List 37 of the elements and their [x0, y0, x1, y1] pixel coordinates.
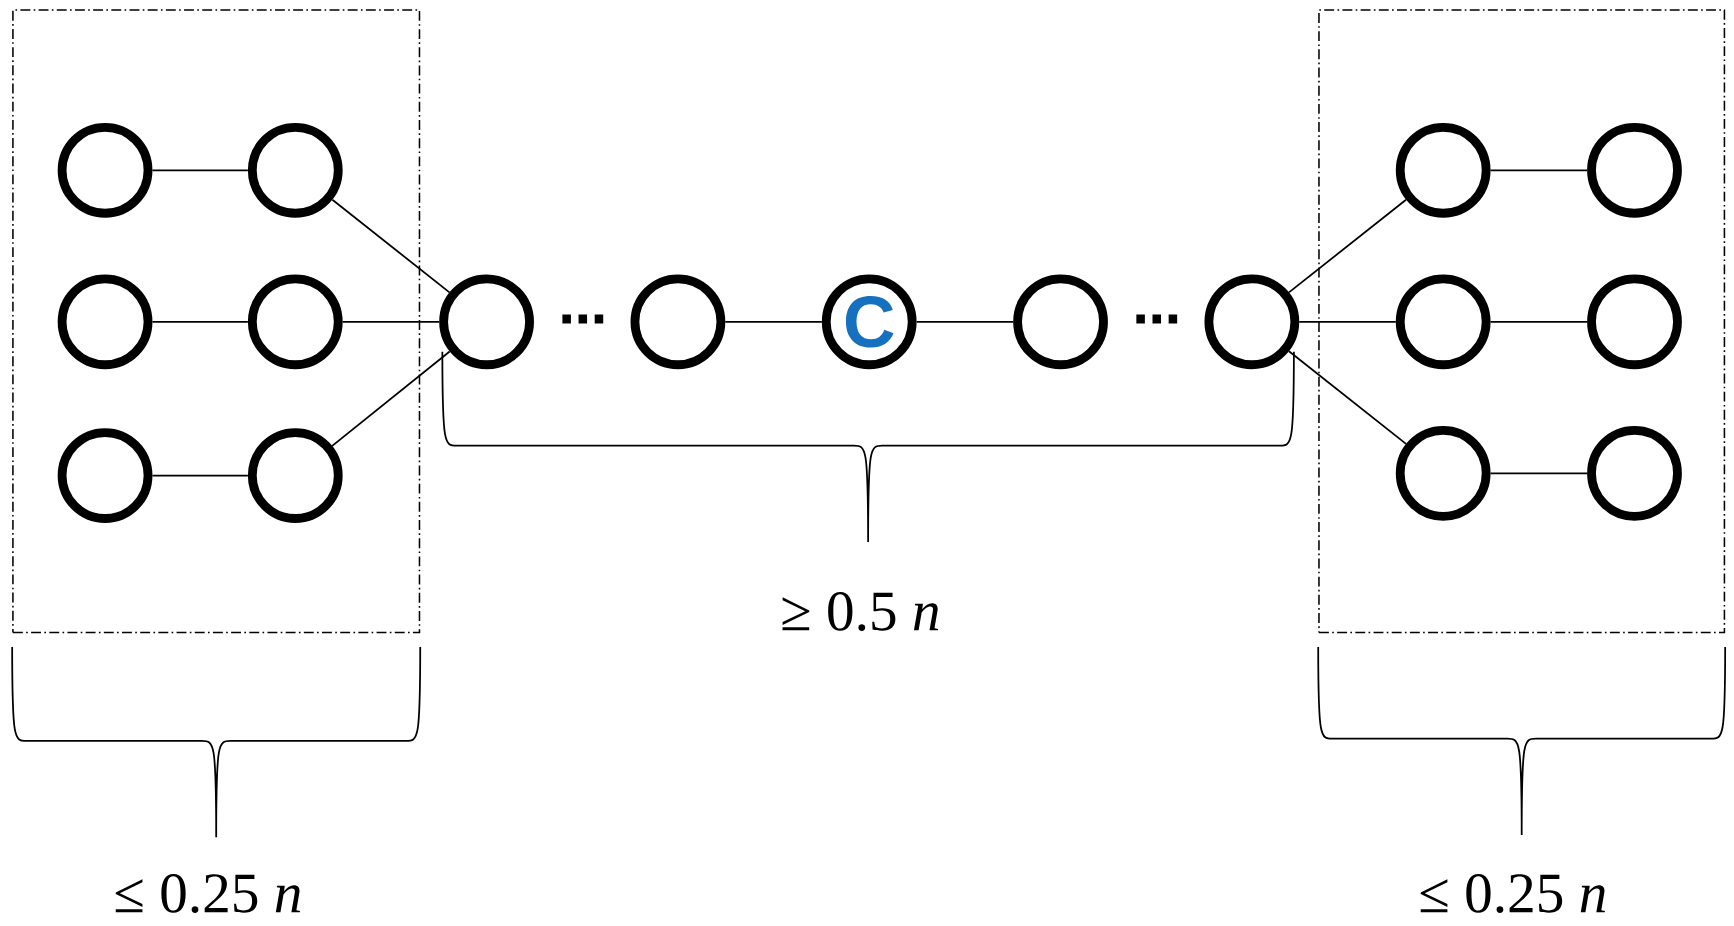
connector-line: [1489, 472, 1588, 475]
connector-line: [331, 199, 451, 294]
size-label: ≤ 0.25 n: [1420, 874, 1605, 914]
node-circle: [1395, 274, 1491, 370]
node-circle: [1013, 274, 1108, 370]
connector-line: [1489, 321, 1588, 323]
node-circle: [1395, 123, 1491, 218]
connector-line: [1489, 169, 1588, 172]
node-circle: [247, 274, 343, 370]
connector-line: [151, 169, 249, 172]
connector-line: [331, 350, 451, 447]
ellipsis: ⋯: [562, 314, 604, 324]
connector-line: [1288, 199, 1407, 294]
node-circle: [1204, 274, 1300, 370]
node-circle: [247, 123, 343, 218]
connector-line: [724, 321, 823, 323]
group-box: [12, 9, 421, 634]
connector-line: [341, 321, 441, 323]
node-circle: [439, 274, 534, 370]
node-circle: [1587, 426, 1682, 521]
size-label: ≥ 0.5 n: [782, 592, 939, 632]
connector-line: [151, 321, 249, 323]
node-circle: [247, 428, 343, 524]
node-circle: [57, 123, 153, 218]
ellipsis: ⋯: [1136, 314, 1178, 324]
connector-line: [1298, 321, 1397, 323]
connector-line: [915, 321, 1015, 323]
node-circle: [57, 428, 153, 524]
node-circle: [1395, 426, 1491, 521]
node-circle: [630, 274, 726, 370]
size-label: ≤ 0.25 n: [115, 874, 301, 914]
node-circle: [57, 274, 153, 370]
connector-line: [1288, 350, 1407, 445]
node-circle: [1587, 123, 1682, 218]
connector-line: [151, 474, 249, 477]
group-box: [1318, 9, 1726, 634]
node-circle: [1587, 274, 1682, 370]
